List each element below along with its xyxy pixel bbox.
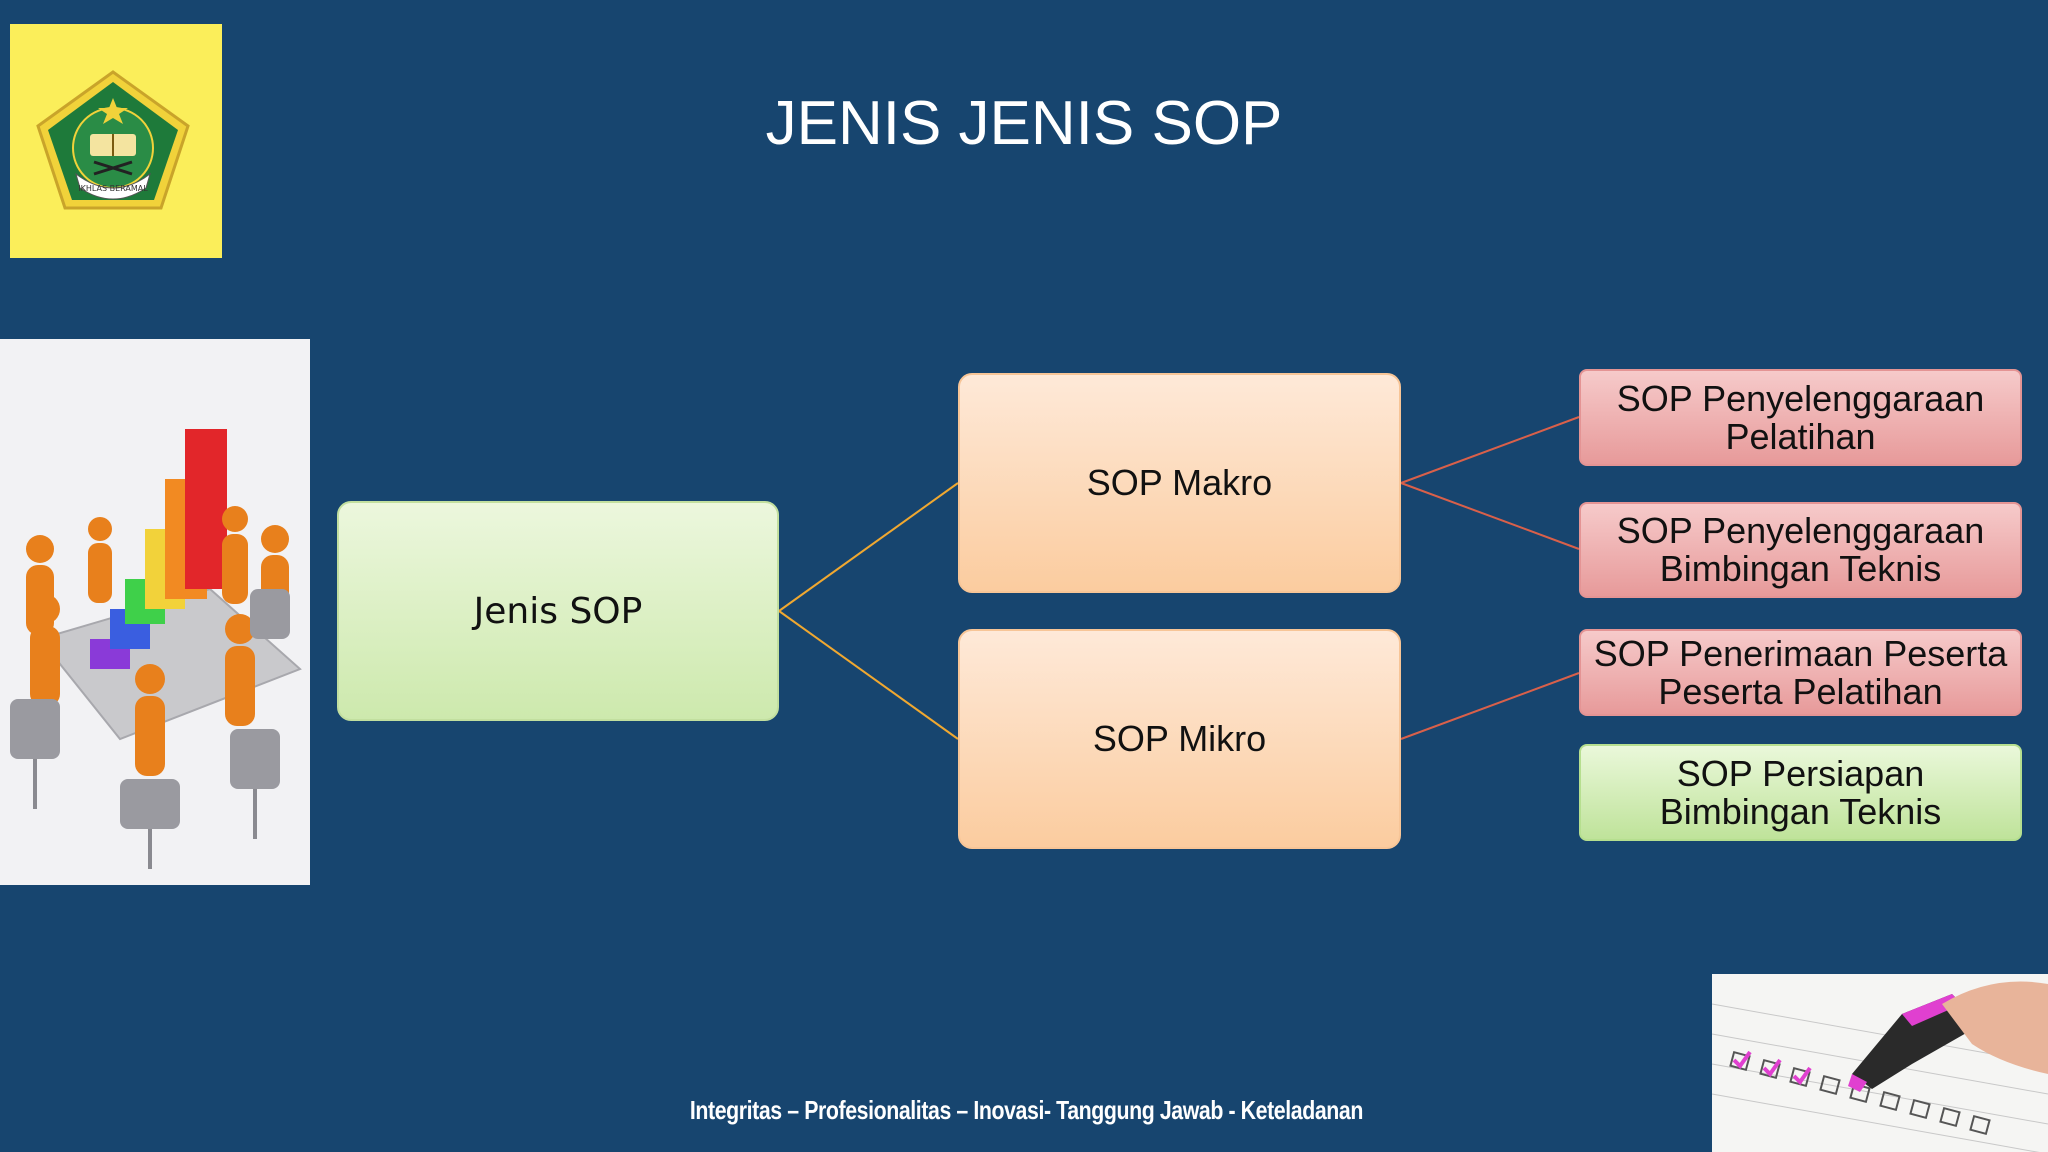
team-meeting-illustration (0, 339, 310, 885)
footer-text: Integritas – Profesionalitas – Inovasi- … (689, 1095, 1363, 1125)
node-sop-makro: SOP Makro (958, 373, 1401, 593)
slide-footer: Integritas – Profesionalitas – Inovasi- … (0, 1095, 1712, 1126)
leaf-connectors (1400, 416, 1580, 740)
node-leaf-persiapan-bimtek: SOP Persiapan Bimbingan Teknis (1579, 744, 2022, 841)
node-leaf-penerimaan-peserta: SOP Penerimaan Peserta Peserta Pelatihan (1579, 629, 2022, 716)
ministry-emblem-icon: IKHLAS BERAMAL (36, 70, 190, 210)
node-leaf-penyelenggaraan-bimtek: SOP Penyelenggaraan Bimbingan Teknis (1579, 502, 2022, 598)
checklist-photo (1712, 974, 2048, 1152)
node-sop-mikro: SOP Mikro (958, 629, 1401, 849)
node-leaf-penyelenggaraan-pelatihan: SOP Penyelenggaraan Pelatihan (1579, 369, 2022, 466)
emblem-text: IKHLAS BERAMAL (78, 184, 148, 193)
root-connectors (778, 482, 959, 740)
logo-panel: IKHLAS BERAMAL (10, 24, 222, 258)
slide-title: JENIS JENIS SOP (765, 89, 1283, 158)
node-jenis-sop: Jenis SOP (337, 501, 779, 721)
